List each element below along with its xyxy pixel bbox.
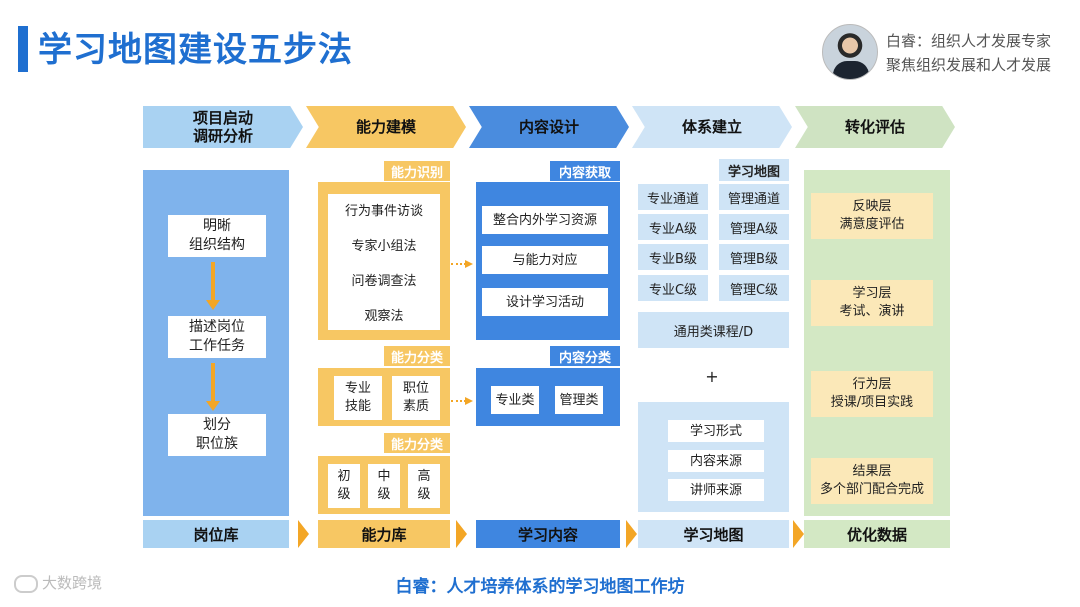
col3-item-integrate: 整合内外学习资源: [482, 206, 608, 234]
output-optimization-data: 优化数据: [804, 520, 950, 548]
col3-class-management: 管理类: [555, 386, 603, 414]
col1-item-job-tasks: 描述岗位 工作任务: [168, 316, 266, 358]
col4-extra-trainer-source: 讲师来源: [668, 479, 764, 501]
col1-arrow-head-2: [206, 401, 220, 411]
col4-channel-professional: 专业通道: [638, 184, 708, 210]
watermark-logo: 大数跨境: [14, 572, 102, 593]
arrow-classify-to-content-head: [465, 397, 473, 405]
col5-layer-results: 结果层 多个部门配合完成: [811, 458, 933, 504]
col4-channel-management: 管理通道: [719, 184, 789, 210]
output-arrow-4: [793, 520, 804, 548]
col5-layer-learning: 学习层 考试、演讲: [811, 280, 933, 326]
col4-extra-content-source: 内容来源: [668, 450, 764, 472]
col1-arrow-shaft-1: [211, 262, 215, 302]
col4-grade-mgmt-a: 管理A级: [719, 214, 789, 240]
output-arrow-3: [626, 520, 637, 548]
col3-tag-acquire: 内容获取: [550, 161, 620, 181]
author-focus-line: 聚焦组织发展和人才发展: [886, 54, 1051, 75]
col4-grade-pro-c: 专业C级: [638, 275, 708, 301]
author-title-line: 白睿：组织人才发展专家: [886, 30, 1051, 51]
col5-layer-reaction: 反映层 满意度评估: [811, 193, 933, 239]
col1-arrow-shaft-2: [211, 363, 215, 403]
output-job-library: 岗位库: [143, 520, 289, 548]
step-header-2: 能力建模: [306, 106, 466, 148]
step-header-1: 项目启动 调研分析: [143, 106, 303, 148]
col4-map-label: 学习地图: [719, 159, 789, 181]
arrow-classify-to-content-line: [451, 400, 466, 402]
col3-tag-classify: 内容分类: [550, 346, 620, 366]
arrow-identify-to-content-line: [451, 263, 466, 265]
output-learning-map: 学习地图: [638, 520, 789, 548]
col4-plus-sign: +: [700, 366, 724, 386]
col4-extra-learning-form: 学习形式: [668, 420, 764, 442]
col2-method-survey: 问卷调查法: [328, 268, 440, 290]
col3-item-design-activity: 设计学习活动: [482, 288, 608, 316]
col2-method-expert-panel: 专家小组法: [328, 233, 440, 255]
col4-grade-pro-b: 专业B级: [638, 244, 708, 270]
col2-class-professional: 专业 技能: [334, 376, 382, 420]
col3-class-professional: 专业类: [491, 386, 539, 414]
output-arrow-1: [298, 520, 309, 548]
col2-level-middle: 中 级: [368, 464, 400, 508]
title-accent-bar: [18, 26, 28, 72]
output-competency-library: 能力库: [318, 520, 450, 548]
col1-item-job-family: 划分 职位族: [168, 414, 266, 456]
step-header-4: 体系建立: [632, 106, 792, 148]
col2-tag-levels: 能力分类: [384, 433, 450, 453]
output-arrow-2: [456, 520, 467, 548]
col2-level-junior: 初 级: [328, 464, 360, 508]
col5-layer-behavior: 行为层 授课/项目实践: [811, 371, 933, 417]
col2-method-bei: 行为事件访谈: [328, 198, 440, 220]
output-learning-content: 学习内容: [476, 520, 620, 548]
col2-class-quality: 职位 素质: [392, 376, 440, 420]
author-avatar: [822, 24, 878, 80]
watermark-text: 大数跨境: [42, 574, 102, 592]
col1-arrow-head-1: [206, 300, 220, 310]
col3-item-map-competency: 与能力对应: [482, 246, 608, 274]
watermark-icon: [14, 575, 38, 593]
step-header-3: 内容设计: [469, 106, 629, 148]
col4-grade-mgmt-b: 管理B级: [719, 244, 789, 270]
col2-tag-classify: 能力分类: [384, 346, 450, 366]
col2-tag-identify: 能力识别: [384, 161, 450, 181]
step-header-5: 转化评估: [795, 106, 955, 148]
col1-item-org-structure: 明晰 组织结构: [168, 215, 266, 257]
col4-general-course: 通用类课程/D: [638, 312, 789, 348]
footer-caption: 白睿：人才培养体系的学习地图工作坊: [0, 572, 1080, 597]
page-title: 学习地图建设五步法: [38, 22, 353, 71]
col4-grade-mgmt-c: 管理C级: [719, 275, 789, 301]
col4-grade-pro-a: 专业A级: [638, 214, 708, 240]
col2-level-senior: 高 级: [408, 464, 440, 508]
arrow-identify-to-content-head: [465, 260, 473, 268]
col2-method-observation: 观察法: [328, 303, 440, 325]
